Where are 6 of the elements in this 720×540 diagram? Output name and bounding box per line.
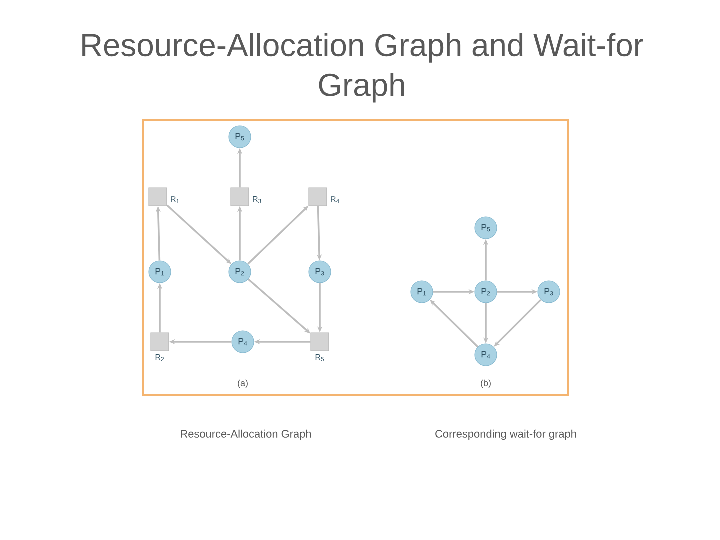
arrow [494,299,542,347]
title: Resource-Allocation Graph and Wait-for Graph [82,33,644,103]
caption: Resource-Allocation Graph [181,430,312,440]
figure-label: (b) [481,380,491,388]
caption: Corresponding wait-for graph [436,430,576,440]
figure-label: (a) [238,380,248,388]
